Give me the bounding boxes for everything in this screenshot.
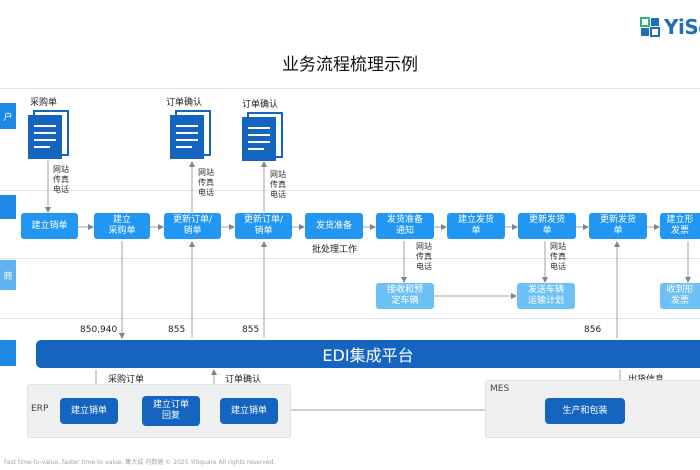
page-title: 业务流程梳理示例 bbox=[282, 55, 418, 75]
step-update-order-2[interactable]: 更新订单/ 销单 bbox=[235, 213, 292, 239]
step-update-delivery-2[interactable]: 更新发货 单 bbox=[589, 213, 647, 239]
step-create-sales-order[interactable]: 建立销单 bbox=[21, 213, 78, 239]
channel-list-confirm-1: 网站传真电话 bbox=[198, 168, 214, 197]
lane-divider bbox=[0, 88, 700, 89]
lane-divider bbox=[0, 258, 700, 259]
lane-tab-customer: 户 bbox=[0, 103, 16, 129]
document-icon bbox=[170, 110, 211, 159]
channel-list-po: 网站传真电话 bbox=[53, 165, 69, 194]
step-prepare-shipment[interactable]: 发货准备 bbox=[305, 213, 363, 239]
logo-icon bbox=[640, 17, 660, 37]
mes-label: MES bbox=[490, 384, 510, 394]
erp-label: ERP bbox=[31, 404, 49, 414]
mes-production-packaging[interactable]: 生产和包装 bbox=[545, 398, 625, 424]
channel-list-delivery: 网站传真电话 bbox=[550, 242, 566, 271]
channel-list-confirm-2: 网站传真电话 bbox=[270, 170, 286, 199]
erp-create-sales-order[interactable]: 建立销单 bbox=[60, 398, 118, 424]
lane-divider bbox=[0, 318, 700, 319]
lane-tab-sales bbox=[0, 195, 16, 219]
footer-copyright: Fast time-to-value, faster time-to-value… bbox=[4, 459, 276, 466]
channel-list-shipment: 网站传真电话 bbox=[416, 242, 432, 271]
batch-note: 批处理工作 bbox=[312, 245, 358, 255]
edi-code-856: 856 bbox=[584, 325, 602, 335]
doc-label-confirm-1: 订单确认 bbox=[166, 98, 203, 108]
step-update-order-1[interactable]: 更新订单/ 销单 bbox=[164, 213, 221, 239]
document-icon bbox=[242, 112, 283, 161]
step-create-invoice[interactable]: 建立形 发票 bbox=[660, 213, 700, 239]
label-purchase-order: 采购订单 bbox=[108, 375, 145, 385]
edi-code-855-b: 855 bbox=[242, 325, 260, 335]
lane-tab-vendor: 商 bbox=[0, 260, 16, 290]
step-receive-invoice[interactable]: 收到形 发票 bbox=[660, 283, 700, 309]
lane-tab-edi bbox=[0, 340, 16, 366]
doc-label-confirm-2: 订单确认 bbox=[242, 100, 279, 110]
erp-create-sales-order-2[interactable]: 建立销单 bbox=[220, 398, 278, 424]
doc-label-po: 采购单 bbox=[30, 98, 58, 108]
logo-text: YiSo bbox=[664, 15, 700, 39]
document-icon bbox=[28, 110, 69, 159]
step-shipment-notice[interactable]: 发货准备 通知 bbox=[376, 213, 434, 239]
lane-divider bbox=[0, 190, 700, 191]
step-send-transport-plan[interactable]: 发送车辆 运输计划 bbox=[517, 283, 575, 309]
step-create-delivery[interactable]: 建立发货 单 bbox=[447, 213, 505, 239]
edi-code-850-940: 850,940 bbox=[80, 325, 118, 335]
brand-logo: YiSo bbox=[640, 14, 700, 40]
label-order-confirm: 订单确认 bbox=[225, 375, 262, 385]
erp-create-order-reply[interactable]: 建立订单 回复 bbox=[142, 396, 200, 426]
step-create-po[interactable]: 建立 采购单 bbox=[94, 213, 150, 239]
step-receive-vehicle[interactable]: 接收和预 定车辆 bbox=[376, 283, 434, 309]
step-update-delivery-1[interactable]: 更新发货 单 bbox=[518, 213, 576, 239]
edi-platform-bar[interactable]: EDI集成平台 bbox=[36, 340, 700, 368]
edi-code-855-a: 855 bbox=[168, 325, 186, 335]
